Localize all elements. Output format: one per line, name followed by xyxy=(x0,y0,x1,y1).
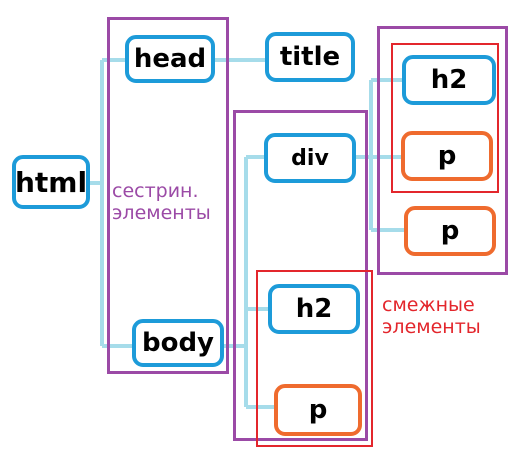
div-node: div xyxy=(264,133,356,183)
head-node-label: head xyxy=(133,44,207,74)
body-p-node: p xyxy=(274,384,362,436)
div-p-node-label: p xyxy=(437,141,457,171)
siblings-caption-line1: сестрин. xyxy=(112,180,199,202)
title-node: title xyxy=(265,32,355,82)
sibling-frame-head-body xyxy=(107,17,229,374)
body-node: body xyxy=(132,319,224,367)
div-p2-node: p xyxy=(404,206,496,256)
adjacent-caption-line2: элементы xyxy=(382,316,481,338)
html-node-label: html xyxy=(14,165,88,199)
connector-html xyxy=(90,58,134,348)
div-h2-node: h2 xyxy=(402,55,496,105)
siblings-caption: сестрин. элементы xyxy=(112,180,211,224)
siblings-caption-line2: элементы xyxy=(112,202,211,224)
title-node-label: title xyxy=(279,42,341,72)
adjacent-caption-line1: смежные xyxy=(382,294,475,316)
div-p-node: p xyxy=(401,131,493,181)
adjacent-frame-body xyxy=(256,270,373,447)
body-p-node-label: p xyxy=(308,395,328,425)
html-node: html xyxy=(12,155,90,209)
head-node: head xyxy=(125,35,215,83)
body-h2-node: h2 xyxy=(268,284,360,334)
div-h2-node-label: h2 xyxy=(430,65,468,95)
div-p2-node-label: p xyxy=(440,216,460,246)
adjacent-frame-div xyxy=(391,43,499,193)
adjacent-caption: смежные элементы xyxy=(382,294,481,338)
body-node-label: body xyxy=(141,328,215,358)
sibling-frame-body-children xyxy=(233,110,368,441)
body-h2-node-label: h2 xyxy=(295,294,333,324)
sibling-frame-div-children xyxy=(377,26,508,275)
div-node-label: div xyxy=(291,145,329,171)
